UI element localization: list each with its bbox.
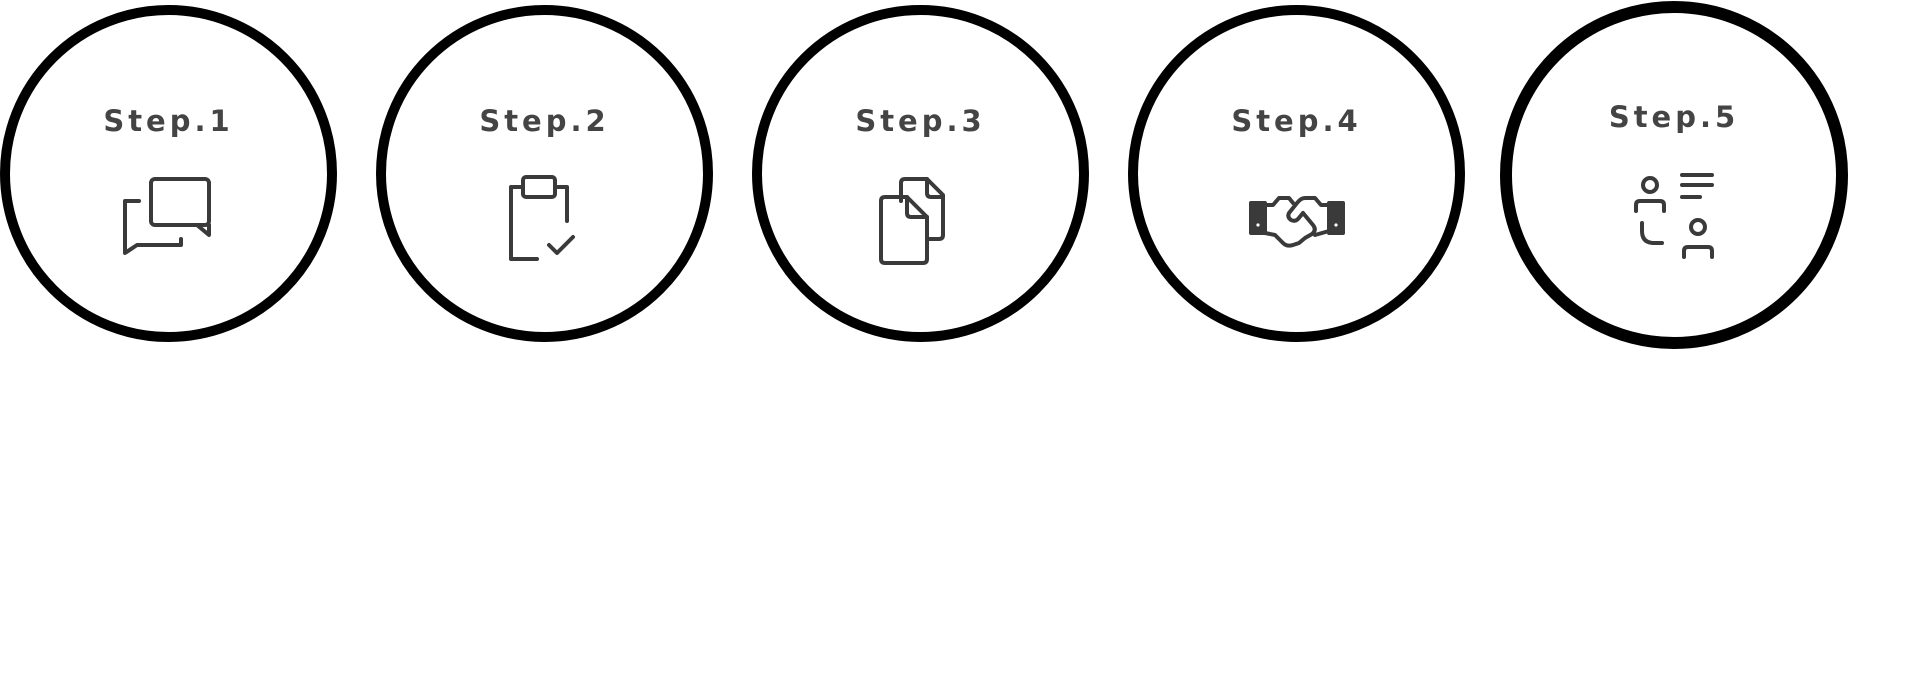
chat-bubbles-icon (121, 175, 217, 271)
step-5-label: Step.5 (1608, 100, 1740, 134)
step-1-circle: Step.1 (0, 5, 337, 342)
step-1-label: Step.1 (103, 104, 234, 138)
clipboard-check-icon (497, 175, 593, 271)
step-2-label: Step.2 (479, 104, 610, 138)
people-list-icon (1626, 171, 1722, 267)
step-5-circle: Step.5 (1500, 1, 1848, 349)
step-2-circle: Step.2 (376, 5, 713, 342)
documents-copy-icon (873, 175, 969, 271)
step-3-label: Step.3 (855, 104, 986, 138)
step-4-label: Step.4 (1231, 104, 1362, 138)
step-4-circle: Step.4 (1128, 5, 1465, 342)
step-3-circle: Step.3 (752, 5, 1089, 342)
handshake-icon (1248, 175, 1345, 271)
